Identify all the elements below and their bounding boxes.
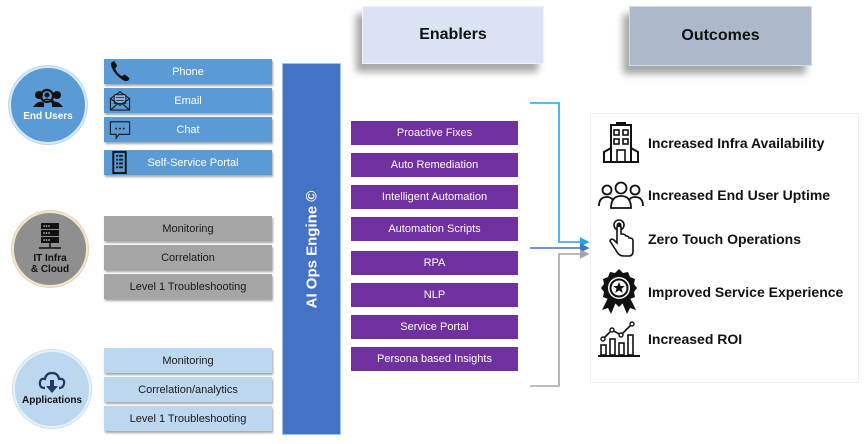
enabler-item: Service Portal — [351, 315, 518, 339]
outcome-item: Zero Touch Operations — [598, 218, 801, 260]
award-badge-icon — [594, 268, 644, 316]
envelope-icon — [109, 91, 131, 111]
channel-phone: Phone — [104, 59, 272, 84]
chat-icon — [109, 121, 131, 140]
enabler-label: Persona based Insights — [377, 353, 492, 365]
enabler-label: Intelligent Automation — [381, 191, 488, 203]
channel-label: Correlation/analytics — [138, 383, 238, 396]
channel-chat: Chat — [104, 117, 272, 142]
list-document-icon — [112, 151, 127, 174]
channel-infra-correlation: Correlation — [104, 245, 272, 270]
ai-ops-engine: AI Ops Engine © — [282, 63, 341, 435]
hand-touch-icon — [598, 218, 644, 260]
channel-self-service-portal: Self-Service Portal — [104, 150, 272, 175]
enabler-label: Proactive Fixes — [396, 127, 473, 139]
outcome-label: Improved Service Experience — [648, 284, 844, 300]
end-users-circle: End Users — [9, 66, 87, 144]
outcomes-header: Outcomes — [629, 6, 812, 66]
outcomes-title: Outcomes — [681, 27, 760, 44]
channel-apps-monitoring: Monitoring — [104, 348, 272, 373]
channel-label: Correlation — [161, 251, 215, 264]
server-icon — [39, 222, 61, 249]
channel-label: Monitoring — [162, 222, 214, 235]
enabler-label: RPA — [423, 257, 446, 269]
applications-label: Applications — [21, 395, 82, 407]
enabler-item: Intelligent Automation — [351, 185, 518, 209]
channel-label: Phone — [172, 65, 204, 78]
building-icon — [598, 122, 644, 164]
outcome-item: Increased End User Uptime — [598, 174, 830, 216]
enablers-title: Enablers — [419, 26, 487, 43]
connector-top — [530, 102, 590, 247]
channel-apps-level1-troubleshooting: Level 1 Troubleshooting — [104, 406, 272, 431]
enabler-label: NLP — [423, 289, 446, 301]
outcome-label: Increased ROI — [648, 331, 743, 347]
channel-label: Level 1 Troubleshooting — [129, 280, 247, 293]
channel-infra-level1-troubleshooting: Level 1 Troubleshooting — [104, 274, 272, 299]
enabler-item: Auto Remediation — [351, 153, 518, 177]
channel-email: Email — [104, 88, 272, 113]
channel-label: Chat — [176, 123, 200, 136]
outcome-item: Improved Service Experience — [594, 268, 843, 316]
users-group-icon — [598, 174, 644, 216]
cloud-download-icon — [38, 372, 66, 394]
enabler-label: Automation Scripts — [388, 223, 481, 235]
outcome-label: Increased End User Uptime — [648, 187, 831, 203]
channel-label: Monitoring — [162, 354, 214, 367]
channel-label: Level 1 Troubleshooting — [129, 412, 247, 425]
it-infra-label-line1: IT Infra — [33, 252, 67, 264]
enabler-item: RPA — [351, 251, 518, 275]
it-infra-label-line2: & Cloud — [30, 264, 70, 275]
enabler-item: Proactive Fixes — [351, 121, 518, 145]
channel-label: Self-Service Portal — [147, 156, 239, 169]
enabler-item: Persona based Insights — [351, 347, 518, 371]
phone-icon — [111, 60, 130, 82]
connector-bottom — [530, 249, 590, 387]
enabler-label: Service Portal — [400, 321, 469, 333]
outcome-item: Increased ROI — [594, 318, 742, 360]
enabler-item: NLP — [351, 283, 518, 307]
it-infra-cloud-circle: IT Infra & Cloud — [12, 211, 88, 287]
enablers-header: Enablers — [362, 6, 544, 64]
applications-circle: Applications — [13, 350, 91, 428]
channel-infra-monitoring: Monitoring — [104, 216, 272, 241]
ai-ops-engine-label: AI Ops Engine © — [303, 190, 321, 308]
outcome-label: Increased Infra Availability — [648, 135, 825, 151]
user-search-icon — [33, 89, 63, 108]
outcome-item: Increased Infra Availability — [598, 122, 824, 164]
outcomes-panel — [590, 113, 859, 383]
channel-label: Email — [174, 94, 202, 107]
enabler-item: Automation Scripts — [351, 217, 518, 241]
enabler-label: Auto Remediation — [390, 159, 479, 171]
outcome-label: Zero Touch Operations — [648, 231, 801, 247]
channel-apps-correlation-analytics: Correlation/analytics — [104, 377, 272, 402]
end-users-label: End Users — [23, 111, 73, 123]
growth-chart-icon — [594, 318, 644, 360]
